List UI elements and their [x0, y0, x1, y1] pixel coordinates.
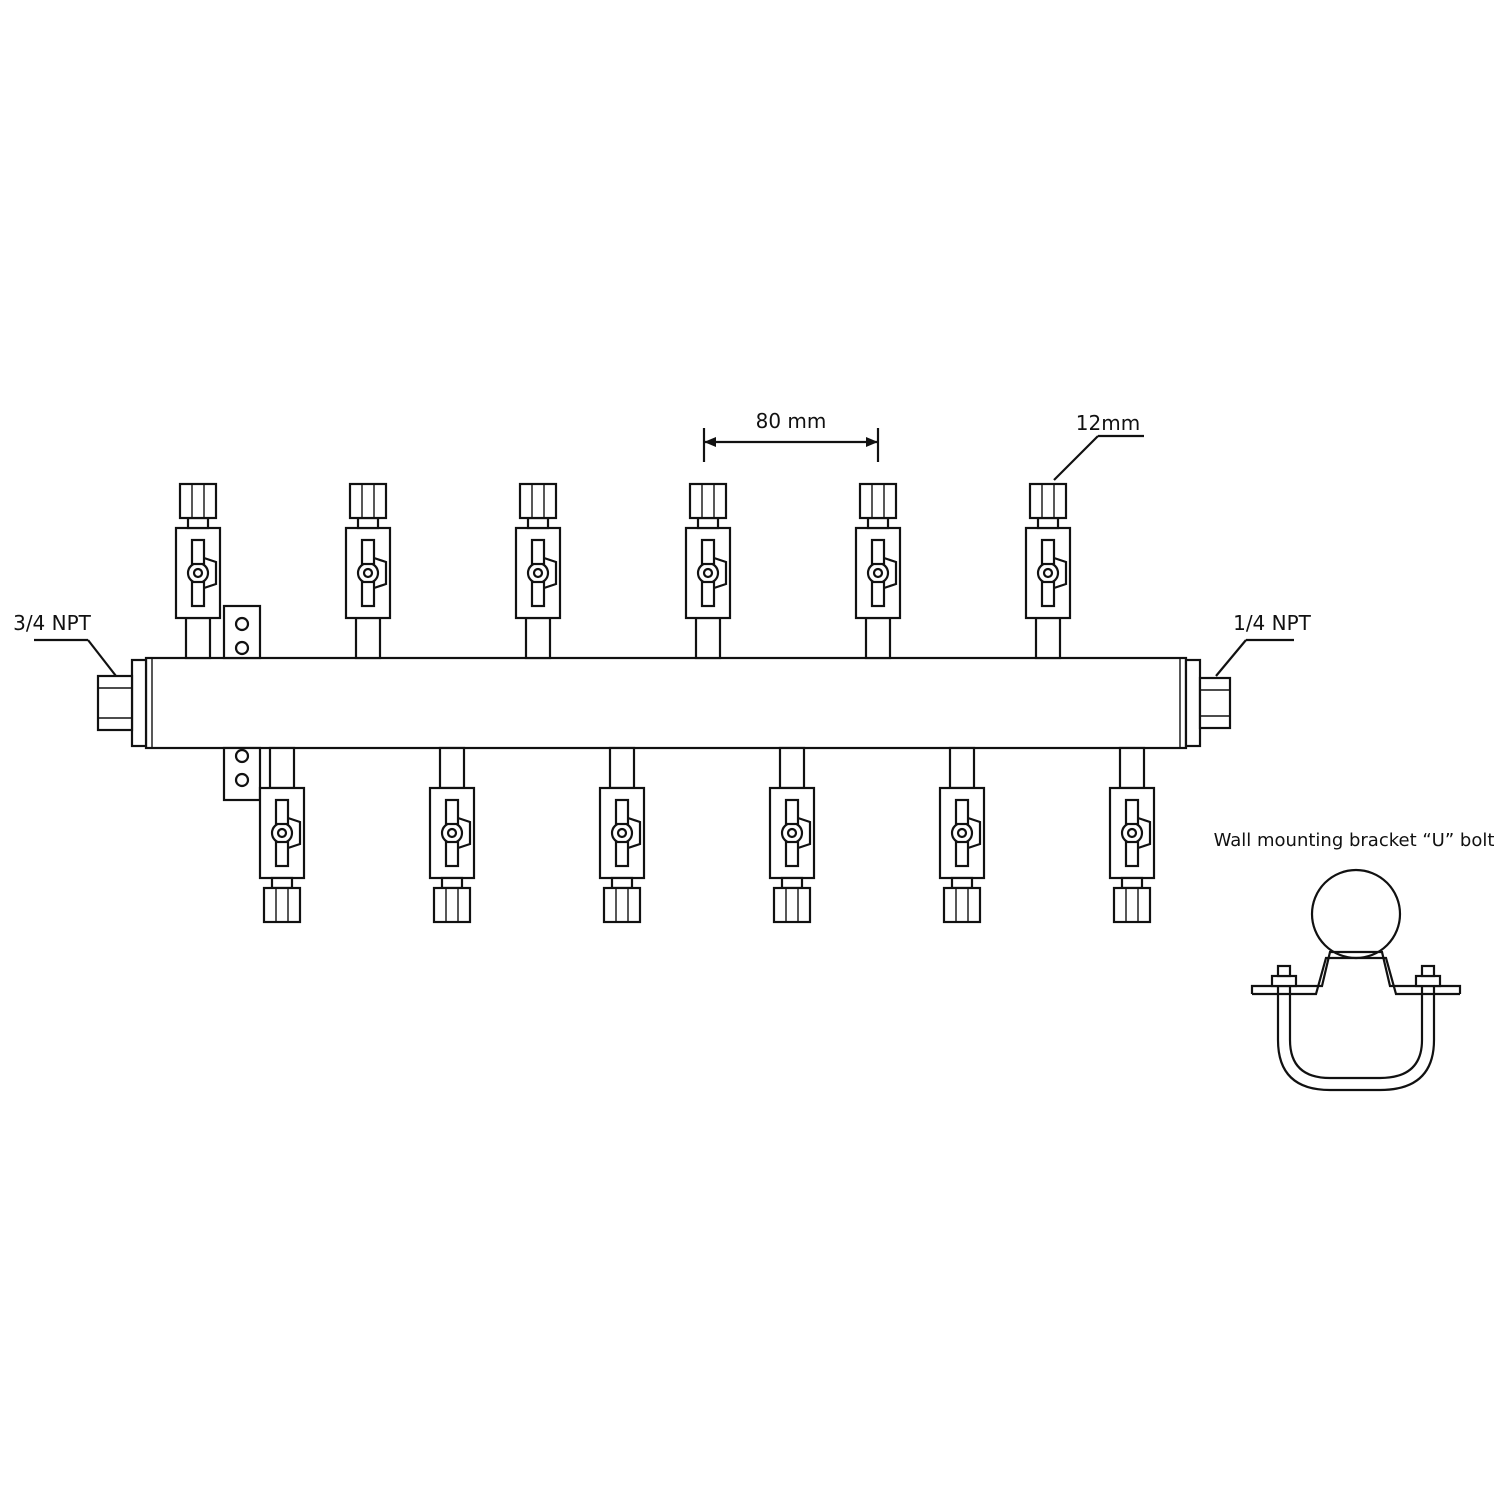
bottom-valve-3 — [598, 746, 646, 924]
top-valve-2 — [344, 482, 392, 660]
manifold-body — [144, 656, 1188, 750]
top-valve-1 — [174, 482, 222, 660]
bottom-valve-2 — [428, 746, 476, 924]
tube-size-label: 12mm — [1076, 411, 1140, 435]
spacing-label: 80 mm — [756, 409, 827, 433]
top-valve-3 — [514, 482, 562, 660]
pipe-section — [1310, 868, 1402, 960]
bottom-valve-6 — [1108, 746, 1156, 924]
bottom-valve-row — [258, 746, 1156, 924]
top-valve-4 — [684, 482, 732, 660]
top-valve-row — [174, 482, 1072, 660]
outlet-callout: 1/4 NPT — [1215, 611, 1312, 677]
bottom-valve-4 — [768, 746, 816, 924]
spacing-dimension: 80 mm — [702, 409, 880, 462]
mounting-plate-top — [222, 604, 262, 660]
tube-size-callout: 12mm — [1053, 411, 1144, 481]
inlet-fitting — [96, 658, 148, 748]
bottom-valve-5 — [938, 746, 986, 924]
top-valve-5 — [854, 482, 902, 660]
top-valve-6 — [1024, 482, 1072, 660]
outlet-label: 1/4 NPT — [1233, 611, 1312, 635]
inlet-callout: 3/4 NPT — [13, 611, 117, 677]
mounting-plate-bottom — [222, 746, 262, 802]
bottom-valve-1 — [258, 746, 306, 924]
bracket-label: Wall mounting bracket “U” bolt — [1214, 830, 1495, 851]
outlet-fitting — [1184, 658, 1232, 748]
inlet-label: 3/4 NPT — [13, 611, 92, 635]
u-bolt-bracket: Wall mounting bracket “U” bolt — [1214, 830, 1495, 1092]
